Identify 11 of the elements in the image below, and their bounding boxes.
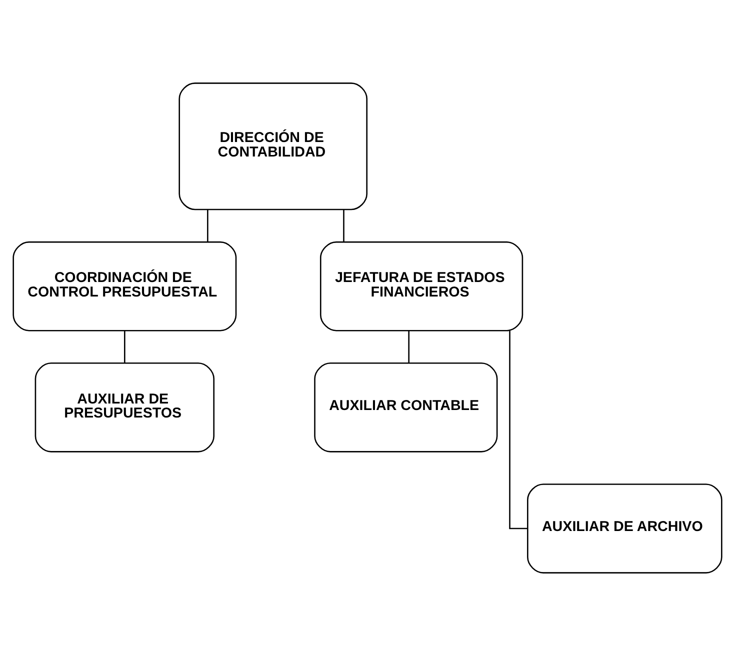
- node-box: COORDINACIÓN DE CONTROL PRESUPUESTAL: [12, 241, 237, 332]
- node-box: AUXILIAR DE PRESUPUESTOS: [34, 362, 214, 452]
- node-box: AUXILIAR CONTABLE: [314, 362, 498, 452]
- node-box: DIRECCIÓN DE CONTABILIDAD: [178, 82, 368, 210]
- connector: [207, 210, 208, 242]
- connector: [124, 330, 126, 364]
- connector: [509, 330, 528, 530]
- node-box: AUXILIAR DE ARCHIVO: [527, 484, 722, 574]
- connector: [408, 330, 410, 364]
- node-box: JEFATURA DE ESTADOS FINANCIEROS: [320, 241, 524, 332]
- connector: [343, 210, 344, 242]
